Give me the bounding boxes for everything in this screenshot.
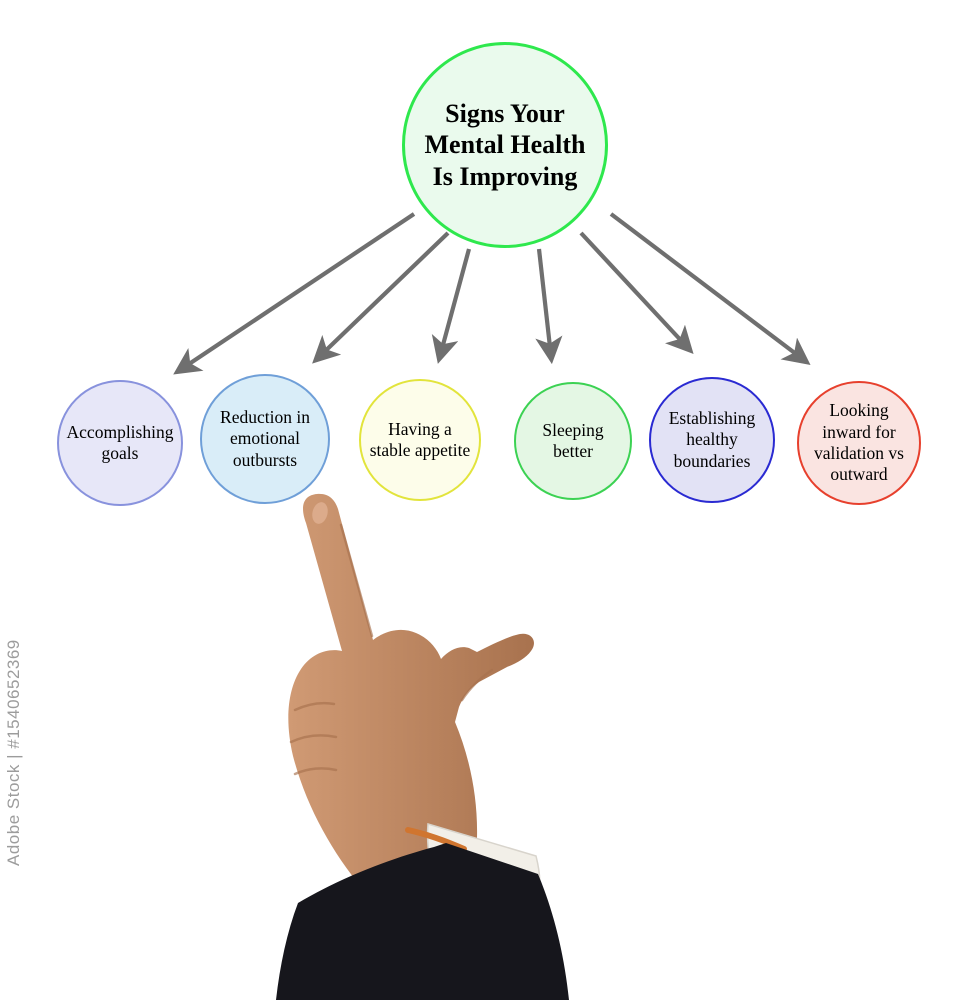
watermark-text: Adobe Stock | #1540652369 [4, 639, 23, 866]
arrow-to-node-4 [579, 231, 694, 354]
node-label: Having a stable appetite [369, 418, 471, 460]
fingernail [312, 502, 328, 524]
node-label: Looking inward for validation vs outward [814, 400, 904, 485]
node-label: Reduction in emotional outbursts [220, 406, 310, 470]
arrow-to-node-0 [173, 212, 416, 375]
arrow-to-node-1 [312, 231, 450, 364]
node-label: Accomplishing goals [66, 421, 174, 463]
hand-skin [288, 493, 534, 888]
arrow-to-node-5 [609, 212, 811, 365]
hand-creases [289, 523, 494, 776]
diagram-title: Signs Your Mental Health Is Improving [424, 99, 586, 191]
node-label: Sleeping better [542, 419, 604, 461]
shirt-cuff [426, 823, 541, 893]
node-label: Establishing healthy boundaries [668, 407, 756, 471]
center-node: Signs Your Mental Health Is Improving [402, 42, 608, 248]
node-stable-appetite: Having a stable appetite [359, 379, 481, 501]
arrow-to-node-2 [431, 248, 472, 364]
node-sleeping-better: Sleeping better [514, 382, 632, 500]
arrow-to-node-3 [535, 248, 563, 365]
node-inward-validation: Looking inward for validation vs outward [797, 381, 921, 505]
bracelet [405, 827, 467, 852]
node-reduction-emotional-outbursts: Reduction in emotional outbursts [200, 374, 330, 504]
node-healthy-boundaries: Establishing healthy boundaries [649, 377, 775, 503]
node-accomplishing-goals: Accomplishing goals [57, 380, 183, 506]
suit-sleeve [276, 843, 569, 1000]
